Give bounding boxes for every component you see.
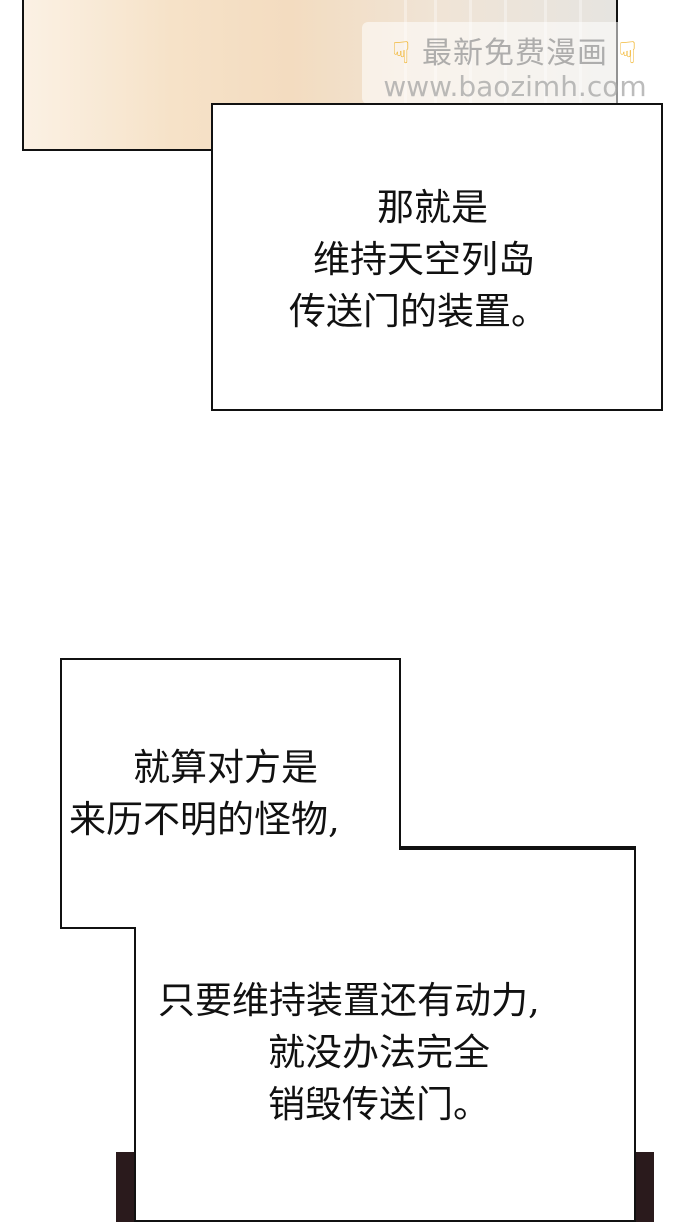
box-join (136, 850, 399, 932)
caption-box-1-line-2: 维持天空列岛 (313, 238, 535, 281)
caption-box-3-line-3: 销毁传送门。 (268, 1083, 490, 1126)
caption-box-1 (211, 103, 663, 411)
watermark: ☟ 最新免费漫画 ☟ www.baozimh.com (362, 22, 668, 104)
box-join (399, 850, 403, 929)
caption-box-1-line-3: 传送门的装置。 (289, 290, 548, 333)
caption-box-1-line-1: 那就是 (377, 186, 488, 229)
watermark-title: ☟ 最新免费漫画 ☟ (362, 28, 668, 72)
caption-box-3-line-1: 只要维持装置还有动力, (158, 979, 540, 1022)
caption-box-2-line-2: 来历不明的怪物, (69, 798, 340, 841)
watermark-text: 最新免费漫画 (422, 36, 608, 71)
box-join-line (399, 846, 636, 848)
box-join-line (60, 927, 136, 929)
caption-box-3-line-2: 就没办法完全 (268, 1031, 490, 1074)
pointing-hand-icon: ☟ (618, 36, 638, 71)
pointing-hand-icon: ☟ (392, 36, 412, 71)
watermark-url: www.baozimh.com (383, 70, 647, 103)
caption-box-2-line-1: 就算对方是 (133, 746, 318, 789)
